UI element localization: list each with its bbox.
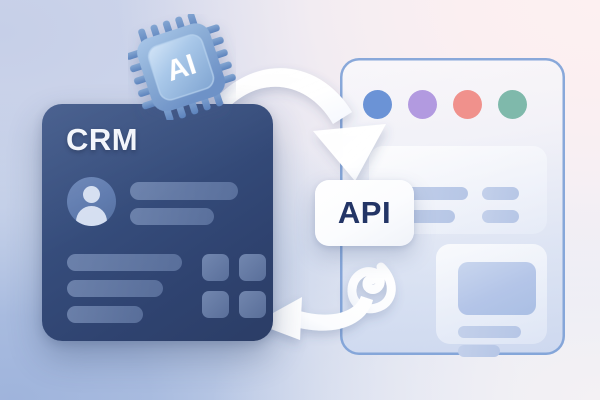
dot-blue-icon xyxy=(363,90,392,119)
crm-user-avatar-icon xyxy=(67,177,116,226)
crm-detail-bar xyxy=(67,280,163,297)
crm-header-bar xyxy=(130,182,238,200)
crm-detail-bar xyxy=(67,306,143,323)
panel-text-bar xyxy=(482,187,519,200)
crm-card: CRM xyxy=(42,104,273,341)
panel-media-bar xyxy=(458,345,500,357)
crm-detail-bar xyxy=(67,254,182,271)
panel-image-placeholder xyxy=(458,262,536,315)
dot-teal-icon xyxy=(498,90,527,119)
api-badge: API xyxy=(315,180,414,246)
crm-grid-cell xyxy=(202,291,229,318)
dot-purple-icon xyxy=(408,90,437,119)
avatar-body xyxy=(76,206,107,226)
avatar-head xyxy=(83,186,100,203)
dot-coral-icon xyxy=(453,90,482,119)
api-badge-label: API xyxy=(337,195,392,230)
crm-grid-cell xyxy=(202,254,229,281)
ai-chip-icon: AI xyxy=(128,14,236,120)
panel-text-bar xyxy=(482,210,519,223)
crm-card-title: CRM xyxy=(66,122,139,157)
panel-card-media xyxy=(436,244,547,357)
panel-media-bar xyxy=(458,326,521,338)
crm-grid-cell xyxy=(239,291,266,318)
crm-header-bar xyxy=(130,208,214,225)
crm-grid-cell xyxy=(239,254,266,281)
